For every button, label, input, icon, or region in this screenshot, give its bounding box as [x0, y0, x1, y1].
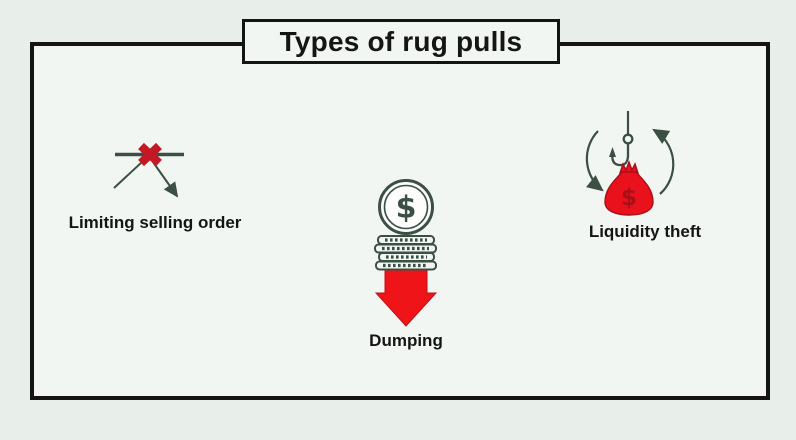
hooked-money-bag-icon: $ — [585, 111, 675, 216]
title-box: Types of rug pulls — [242, 19, 560, 64]
money-bag: $ — [604, 160, 654, 216]
bag-dollar-glyph: $ — [621, 185, 637, 211]
fishing-hook — [609, 111, 634, 167]
cycle-arrow-right — [652, 128, 675, 195]
item-label-liquidity-theft: Liquidity theft — [588, 222, 702, 241]
item-label-limiting-selling-order: Limiting selling order — [68, 213, 242, 232]
coin-stack — [374, 235, 437, 271]
cycle-arrow-left — [585, 130, 604, 192]
coins-dump-arrow-icon: $ — [374, 179, 438, 327]
item-label-dumping: Dumping — [369, 331, 443, 350]
blocked-sell-order-icon — [113, 142, 184, 198]
page-title: Types of rug pulls — [279, 25, 523, 57]
branch-line — [113, 161, 143, 189]
coin-dollar-glyph: $ — [396, 191, 417, 226]
down-right-arrow — [152, 161, 179, 198]
red-x-mark — [138, 142, 162, 167]
dollar-coin: $ — [378, 179, 434, 235]
